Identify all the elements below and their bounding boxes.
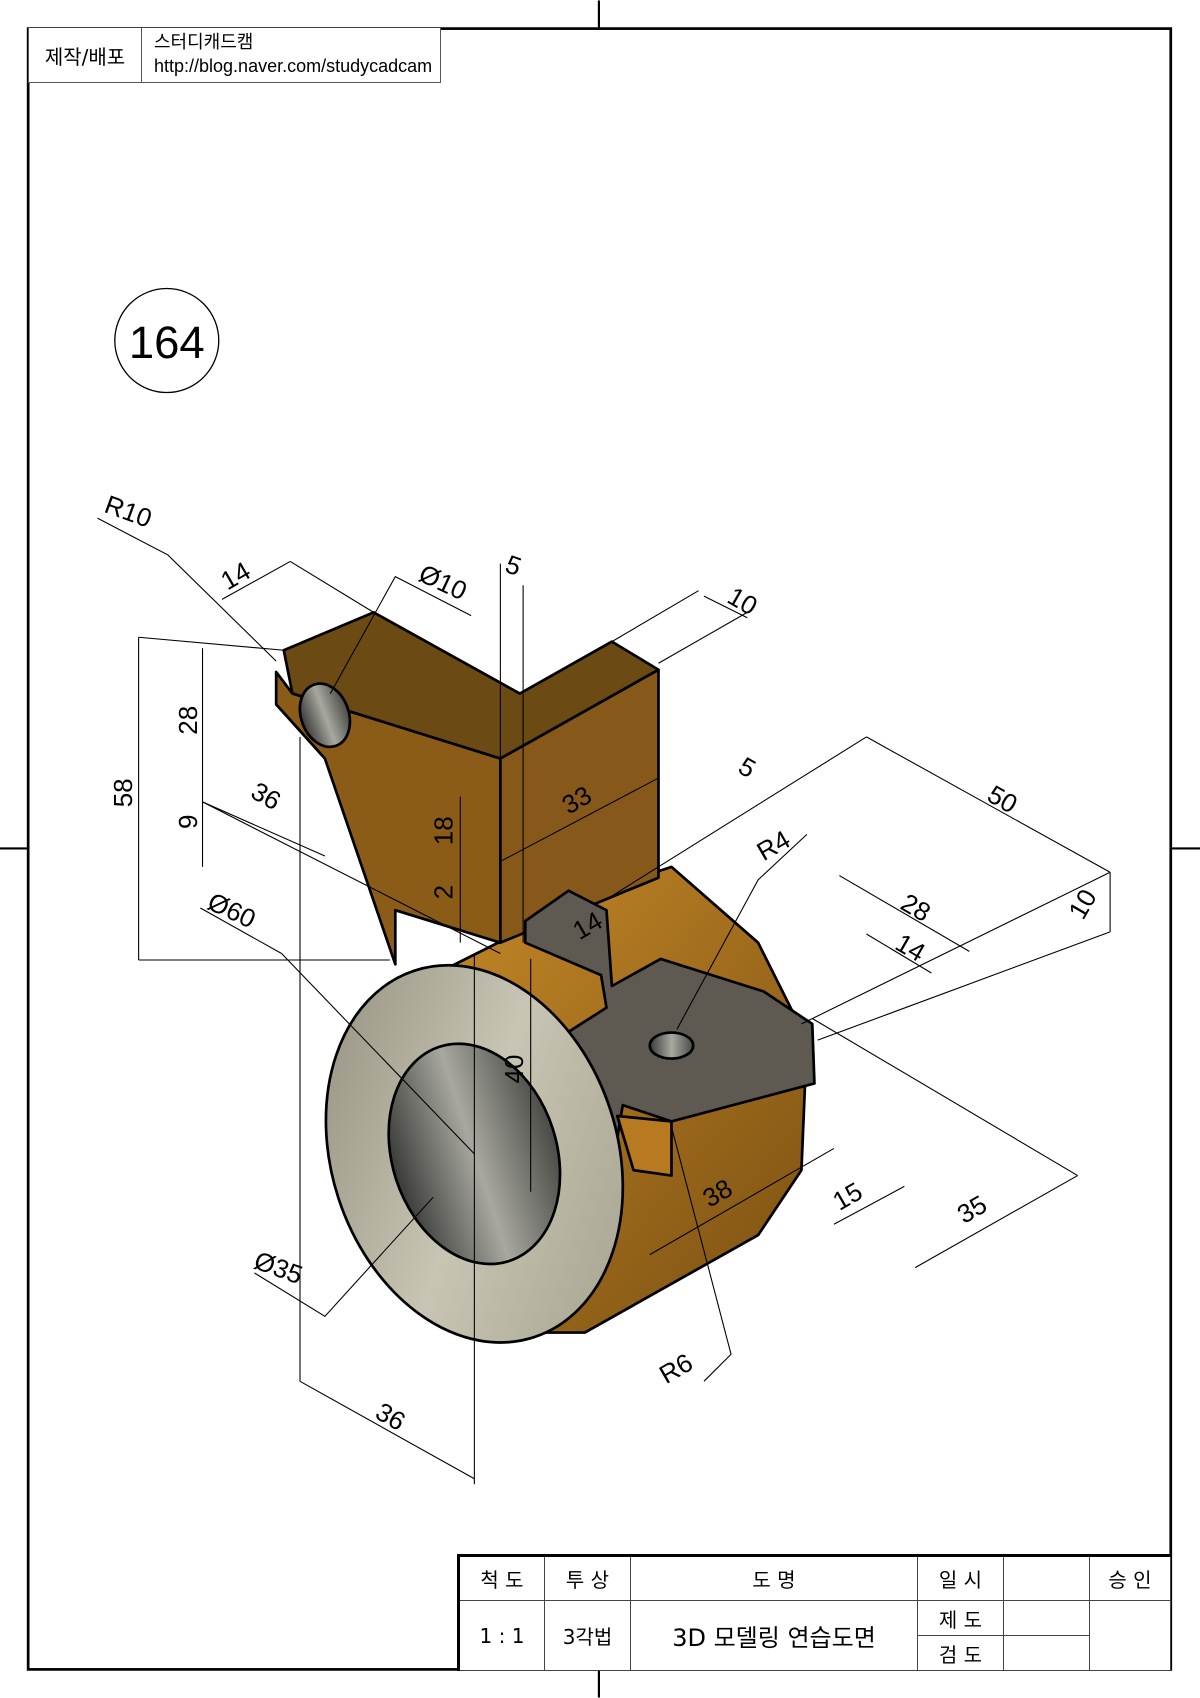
dim-2: 2 (429, 885, 459, 899)
hole-10 (298, 682, 352, 749)
approve-label: 승 인 (1089, 1555, 1171, 1601)
date-value (1003, 1555, 1090, 1601)
dim-36-left: 36 (246, 776, 286, 816)
dim-40: 40 (499, 1055, 529, 1084)
dim-5-right: 5 (733, 751, 761, 784)
dim-dia60: Ø60 (203, 886, 260, 934)
header-url: http://blog.naver.com/studycadcam (154, 56, 433, 76)
dim-dia10: Ø10 (414, 558, 471, 606)
dim-9: 9 (173, 815, 203, 829)
dimension-lines (97, 517, 1111, 1485)
dim-14-top: 14 (215, 555, 255, 595)
dim-35: 35 (952, 1189, 992, 1229)
dim-r10: R10 (101, 489, 156, 533)
scale-value: 1 : 1 (458, 1600, 545, 1671)
checked-value (1003, 1635, 1090, 1671)
drawing-number-circle (114, 287, 220, 394)
dim-36-bottom: 36 (371, 1396, 411, 1436)
header-label: 제작/배포 (29, 28, 142, 82)
dim-28-left: 28 (173, 706, 203, 735)
checked-label: 검 도 (917, 1635, 1004, 1671)
dim-r6: R6 (654, 1347, 698, 1390)
dim-10-top: 10 (723, 581, 763, 621)
dim-28-right: 28 (896, 887, 936, 927)
header-author: 스터디캐드캠 (154, 32, 254, 52)
slot-r4 (648, 1031, 695, 1060)
dim-dia35: Ø35 (250, 1245, 306, 1290)
scale-label: 척 도 (458, 1555, 545, 1601)
dim-58: 58 (108, 778, 138, 807)
dim-18: 18 (429, 816, 459, 845)
dim-r4: R4 (752, 824, 796, 867)
isometric-part (274, 611, 816, 1344)
dim-50: 50 (983, 779, 1023, 819)
bracket-side-2 (615, 1114, 673, 1177)
projection-value: 3각법 (544, 1600, 631, 1671)
projection-label: 투 상 (544, 1555, 631, 1601)
dim-10-right: 10 (1062, 884, 1102, 924)
dim-15: 15 (827, 1176, 867, 1216)
drafted-label: 제 도 (917, 1600, 1004, 1636)
drafted-value (1003, 1600, 1090, 1636)
dim-5-top: 5 (502, 549, 526, 582)
name-label: 도 명 (630, 1555, 918, 1601)
drawing-name: 3D 모델링 연습도면 (630, 1600, 918, 1671)
author-header: 제작/배포 스터디캐드캠 http://blog.naver.com/study… (28, 28, 442, 83)
dim-14-right: 14 (891, 927, 931, 967)
title-block: 척 도 투 상 도 명 일 시 승 인 1 : 1 3각법 3D 모델링 연습도… (457, 1554, 1171, 1671)
approve-value (1089, 1600, 1171, 1671)
date-label: 일 시 (917, 1555, 1004, 1601)
drawing-number: 164 (129, 317, 205, 368)
